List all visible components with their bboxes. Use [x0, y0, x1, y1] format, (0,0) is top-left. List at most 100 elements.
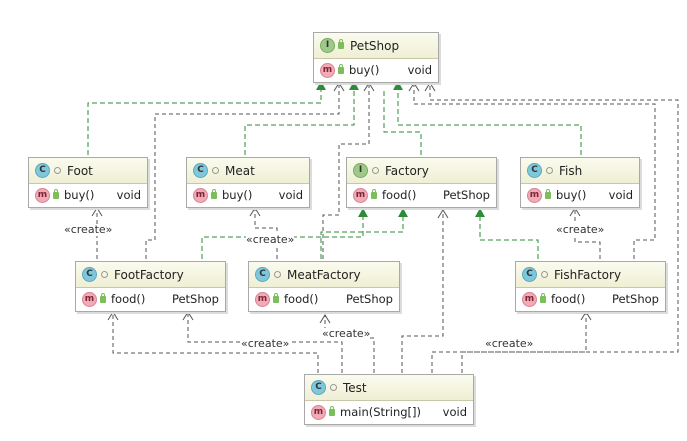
method-row[interactable]: m buy() void: [29, 184, 147, 206]
method-name: food(): [382, 188, 417, 202]
class-fishfactory[interactable]: C FishFactory m food() PetShop: [515, 261, 666, 312]
open-arrow-factory: [437, 209, 449, 219]
interface-factory[interactable]: I Factory m food() PetShop: [346, 157, 497, 208]
return-type: PetShop: [611, 292, 659, 306]
open-arrow-meat: [249, 207, 261, 217]
return-type: PetShop: [171, 292, 219, 306]
edge-footfactory-implements-factory: [201, 217, 364, 259]
class-meatfactory[interactable]: C MeatFactory m food() PetShop: [248, 261, 400, 312]
class-icon: C: [527, 163, 542, 178]
label-create-footfactory: «create»: [241, 337, 290, 350]
public-lock-icon: [540, 292, 546, 303]
public-lock-icon: [545, 188, 551, 199]
label-create-meat: «create»: [246, 233, 295, 246]
class-name: Test: [343, 380, 367, 395]
class-fish[interactable]: C Fish m buy() void: [520, 157, 640, 208]
edge-fish-implements-petshop: [397, 90, 582, 155]
class-footfactory[interactable]: C FootFactory m food() PetShop: [75, 261, 226, 312]
public-lock-icon: [53, 188, 59, 199]
method-row[interactable]: m buy() void: [187, 184, 309, 206]
label-create-fish: «create»: [556, 223, 605, 236]
method-row[interactable]: m food() PetShop: [347, 184, 496, 206]
visibility-icon: [212, 167, 219, 174]
method-icon: m: [82, 291, 97, 307]
class-icon: C: [255, 267, 270, 282]
method-row[interactable]: m main(String[]) void: [305, 401, 473, 423]
label-create-fishfactory: «create»: [485, 337, 534, 350]
class-name: MeatFactory: [287, 267, 361, 282]
method-name: food(): [111, 292, 146, 306]
class-meat[interactable]: C Meat m buy() void: [186, 157, 310, 208]
edge-test-factory: [401, 210, 444, 373]
edge-fishfactory-petshop: [413, 83, 656, 259]
return-type: void: [407, 63, 432, 77]
class-header: I PetShop: [314, 33, 438, 59]
class-icon: C: [82, 267, 97, 282]
arrowhead-factory-3: [475, 208, 485, 217]
method-icon: m: [35, 187, 50, 203]
open-arrow-meatfactory: [319, 314, 331, 324]
public-lock-icon: [338, 63, 344, 74]
class-name: Meat: [225, 163, 255, 178]
method-name: buy(): [64, 188, 95, 202]
visibility-icon: [372, 167, 379, 174]
edge-foot-implements-petshop: [87, 90, 322, 155]
method-name: food(): [551, 292, 586, 306]
method-icon: m: [255, 291, 270, 307]
edge-meatfactory-implements-factory: [320, 217, 404, 259]
class-name: Fish: [559, 163, 583, 178]
method-icon: m: [311, 404, 326, 420]
return-type: PetShop: [442, 188, 490, 202]
return-type: void: [608, 188, 633, 202]
method-name: buy(): [222, 188, 253, 202]
interface-icon: I: [320, 38, 335, 53]
interface-icon: I: [353, 163, 368, 178]
edge-meatfactory-petshop: [322, 83, 370, 259]
class-header: C Meat: [187, 158, 309, 184]
class-icon: C: [193, 163, 208, 178]
class-icon: C: [522, 267, 537, 282]
method-row[interactable]: m buy() void: [521, 184, 639, 206]
visibility-icon: [101, 271, 108, 278]
open-arrow-foot: [91, 207, 103, 217]
method-row[interactable]: m food() PetShop: [249, 288, 399, 310]
public-lock-icon: [273, 292, 279, 303]
public-lock-icon: [211, 188, 217, 199]
edge-factory-extends-petshop: [383, 90, 422, 155]
class-header: C FootFactory: [76, 262, 225, 288]
edge-test-footfactory: [112, 312, 319, 373]
class-name: Foot: [67, 163, 93, 178]
class-test[interactable]: C Test m main(String[]) void: [304, 374, 474, 425]
visibility-icon: [330, 384, 337, 391]
class-petshop[interactable]: I PetShop m buy() void: [313, 32, 439, 83]
class-foot[interactable]: C Foot m buy() void: [28, 157, 148, 208]
open-arrow-footfactory-1: [107, 311, 119, 321]
public-lock-icon: [100, 292, 106, 303]
arrowhead-factory-2: [398, 208, 408, 217]
class-icon: C: [311, 380, 326, 395]
public-lock-icon: [338, 39, 344, 49]
method-row[interactable]: m food() PetShop: [516, 288, 665, 310]
return-type: void: [278, 188, 303, 202]
method-icon: m: [353, 187, 368, 203]
class-header: C FishFactory: [516, 262, 665, 288]
method-icon: m: [527, 187, 542, 203]
class-header: C MeatFactory: [249, 262, 399, 288]
edge-test-meatfactory: [324, 315, 375, 373]
class-name: FootFactory: [114, 267, 184, 282]
method-row[interactable]: m buy() void: [314, 59, 438, 81]
return-type: PetShop: [345, 292, 393, 306]
method-name: main(String[]): [340, 405, 421, 419]
open-arrow-fish: [569, 207, 581, 217]
visibility-icon: [541, 271, 548, 278]
class-header: C Test: [305, 375, 473, 401]
arrowhead-factory-1: [358, 208, 368, 217]
method-icon: m: [522, 291, 537, 307]
method-name: food(): [284, 292, 319, 306]
class-header: I Factory: [347, 158, 496, 184]
method-row[interactable]: m food() PetShop: [76, 288, 225, 310]
public-lock-icon: [371, 188, 377, 199]
class-header: C Fish: [521, 158, 639, 184]
visibility-icon: [54, 167, 61, 174]
